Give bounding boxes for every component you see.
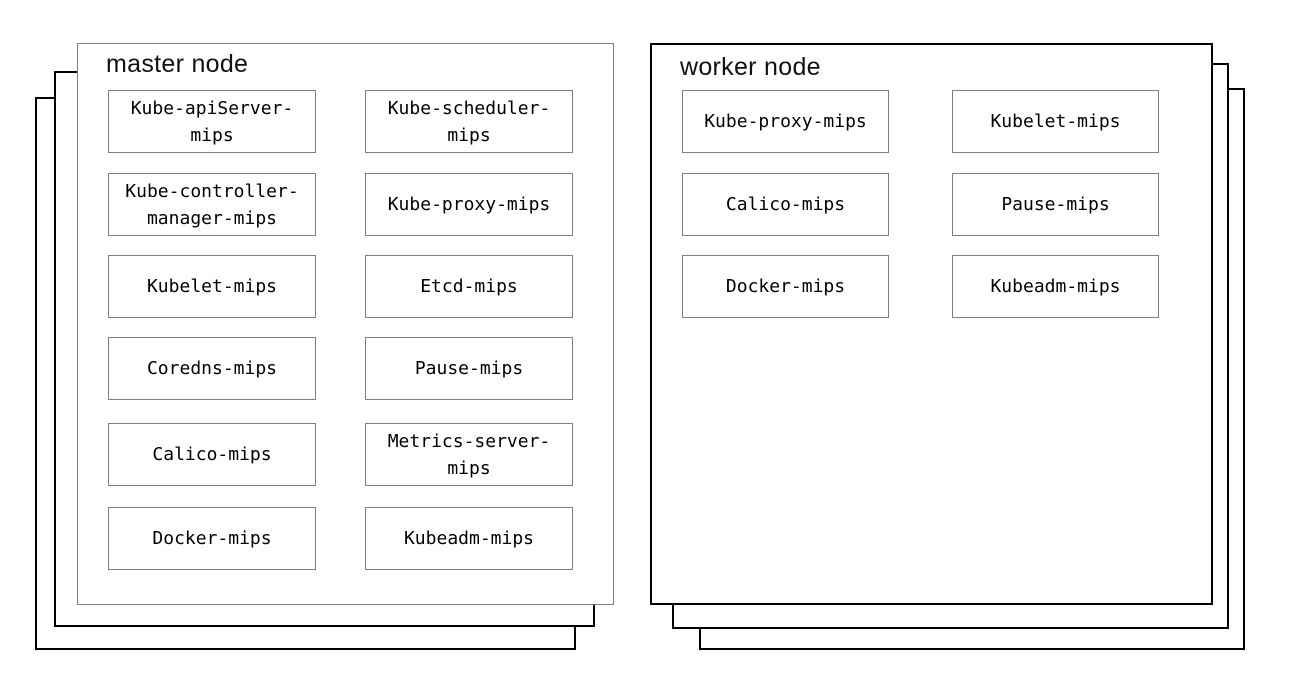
component-kube-proxy-mips: Kube-proxy-mips: [682, 90, 889, 153]
component-etcd-mips: Etcd-mips: [365, 255, 573, 318]
component-docker-mips: Docker-mips: [108, 507, 316, 570]
component-metrics-server-mips: Metrics-server-mips: [365, 423, 573, 486]
component-calico-mips: Calico-mips: [682, 173, 889, 236]
component-kube-scheduler-mips: Kube-scheduler-mips: [365, 90, 573, 153]
worker-node-box: worker node Kube-proxy-mips Kubelet-mips…: [650, 43, 1213, 605]
component-kubeadm-mips: Kubeadm-mips: [365, 507, 573, 570]
component-coredns-mips: Coredns-mips: [108, 337, 316, 400]
component-kube-controller-manager-mips: Kube-controller-manager-mips: [108, 173, 316, 236]
component-kubelet-mips: Kubelet-mips: [108, 255, 316, 318]
master-node-box: master node Kube-apiServer-mips Kube-sch…: [77, 43, 614, 605]
component-kubeadm-mips: Kubeadm-mips: [952, 255, 1159, 318]
component-calico-mips: Calico-mips: [108, 423, 316, 486]
component-pause-mips: Pause-mips: [952, 173, 1159, 236]
master-node-title: master node: [106, 50, 249, 78]
component-pause-mips: Pause-mips: [365, 337, 573, 400]
component-kubelet-mips: Kubelet-mips: [952, 90, 1159, 153]
component-docker-mips: Docker-mips: [682, 255, 889, 318]
worker-node-title: worker node: [680, 53, 821, 81]
component-kube-apiserver-mips: Kube-apiServer-mips: [108, 90, 316, 153]
component-kube-proxy-mips: Kube-proxy-mips: [365, 173, 573, 236]
